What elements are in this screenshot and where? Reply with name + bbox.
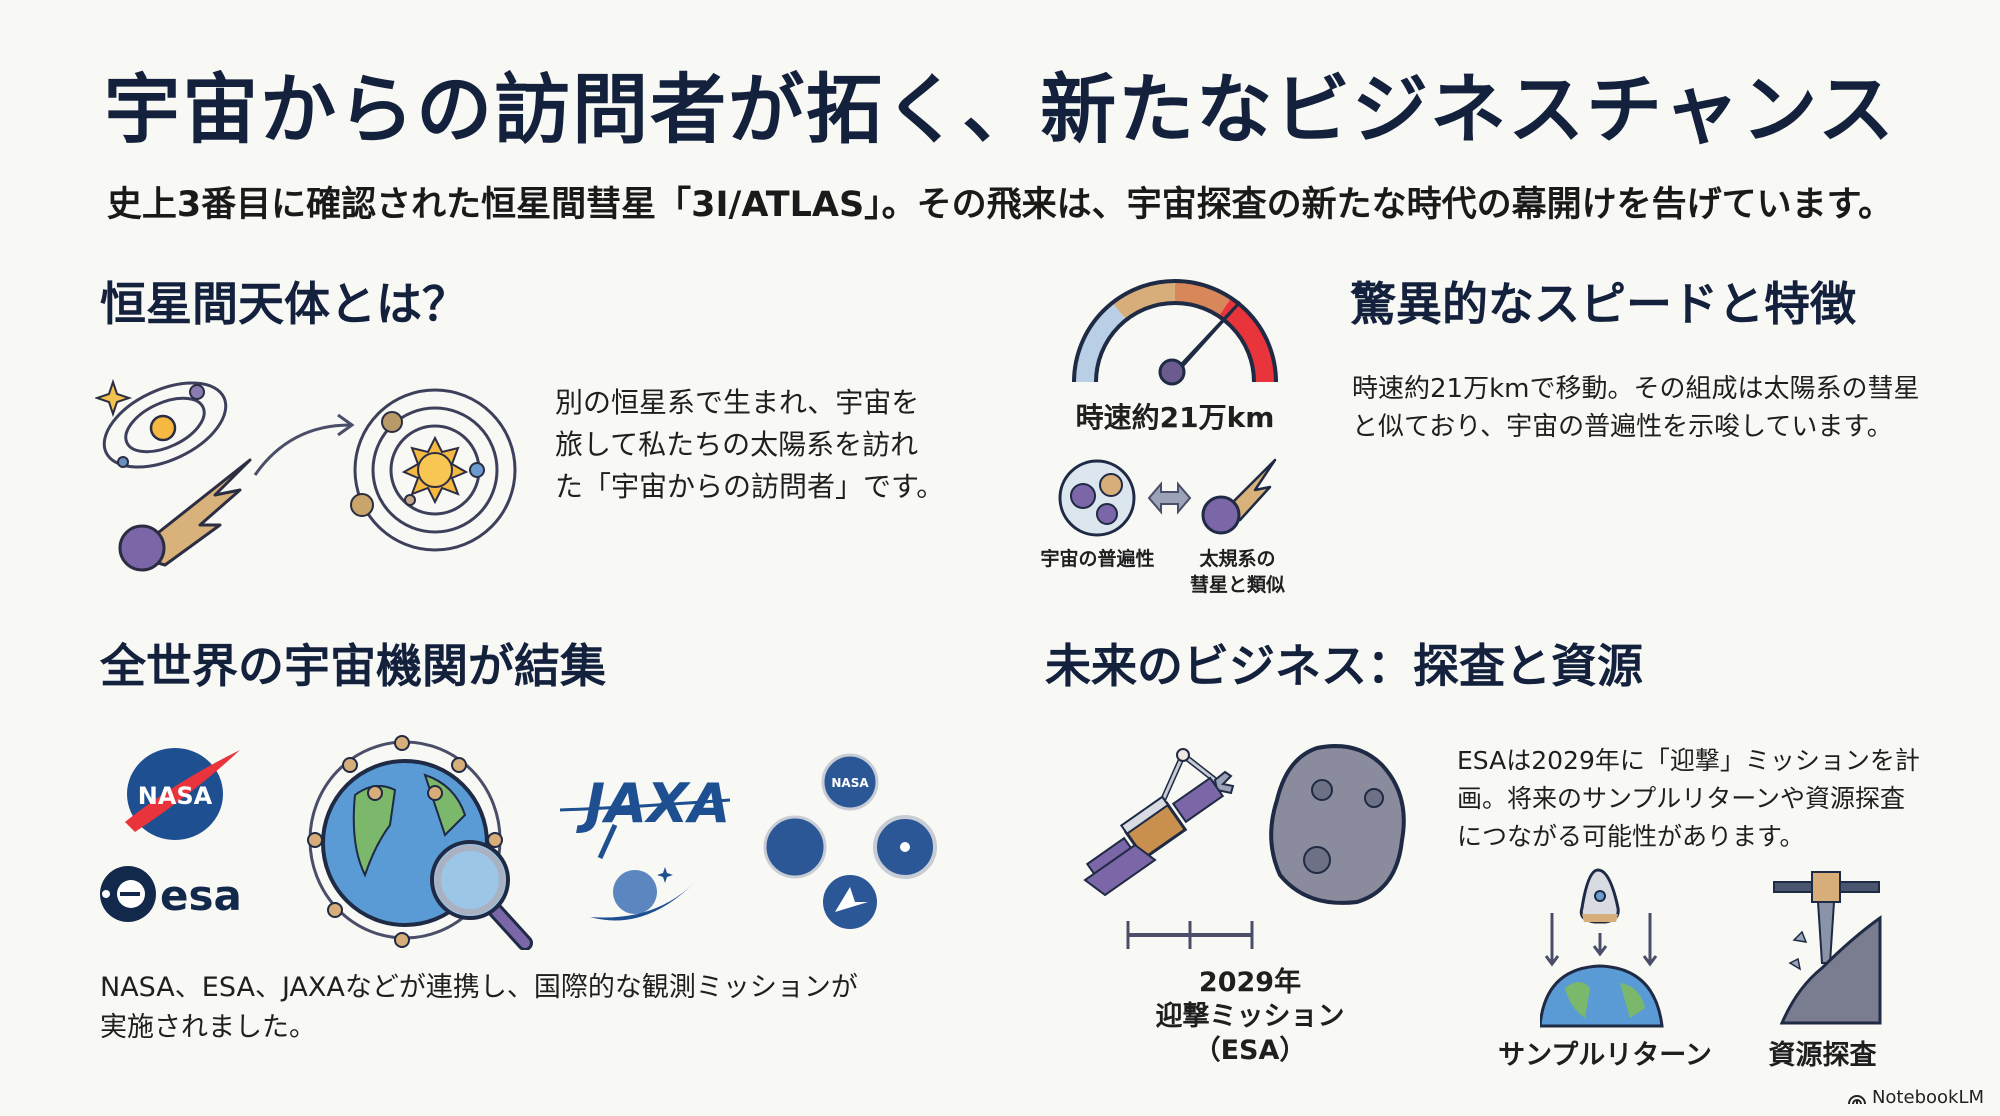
orbit-logo xyxy=(590,867,695,921)
text-line: 旅して私たちの太陽系を訪れ xyxy=(555,428,919,461)
comet-small-icon xyxy=(1201,458,1277,535)
page-subtitle: 史上3番目に確認された恒星間彗星「3I/ATLAS」。その飛来は、宇宙探査の新た… xyxy=(106,185,1894,225)
text-line: ESAは2029年に「迎撃」ミッションを計 xyxy=(1457,746,1920,775)
similarity-label-line: 彗星と類似 xyxy=(1189,574,1285,596)
text-line: NASA、ESA、JAXAなどが連携し、国際的な観測ミッションが xyxy=(100,972,858,1003)
section-heading-speed: 驚異的なスピードと特徴 xyxy=(1350,277,1856,331)
text-line: 時速約21万kmで移動。その組成は太陽系の彗星 xyxy=(1352,374,1920,404)
arrow-icon xyxy=(253,413,355,476)
text-line: 画。将来のサンプルリターンや資源探査 xyxy=(1457,784,1906,813)
composition-icon xyxy=(1058,459,1136,537)
text-line: た「宇宙からの訪問者」です。 xyxy=(555,470,945,503)
esa-logo: esa xyxy=(100,866,242,922)
notebooklm-icon xyxy=(1847,1094,1866,1104)
svg-text:esa: esa xyxy=(160,871,242,920)
satellite-icon xyxy=(1083,748,1235,897)
similarity-label-line: 太規系の xyxy=(1199,548,1276,570)
text-line: 実施されました。 xyxy=(100,1012,316,1043)
speedometer-icon xyxy=(1072,279,1278,386)
timeline-label: 2029年 迎撃ミッション （ESA） xyxy=(1115,966,1385,1068)
timeline-mission: 迎撃ミッション xyxy=(1155,1001,1345,1032)
svg-text:NASA: NASA xyxy=(831,776,869,790)
interstellar-description: 別の恒星系で生まれ、宇宙を 旅して私たちの太陽系を訪れ た「宇宙からの訪問者」で… xyxy=(555,382,944,508)
page-title: 宇宙からの訪問者が拓く、新たなビジネスチャンス xyxy=(104,65,1896,154)
drill-icon xyxy=(1773,871,1882,1025)
jaxa-logo: JAXA xyxy=(560,772,730,860)
double-arrow-icon xyxy=(1147,481,1192,515)
solar-system-icon xyxy=(350,388,517,552)
nasa-logo: NASA xyxy=(125,748,240,840)
universality-label: 宇宙の普遍性 xyxy=(1040,548,1155,570)
timeline-year: 2029年 xyxy=(1198,967,1302,998)
asteroid-icon xyxy=(1269,744,1406,905)
resource-exploration-label: 資源探査 xyxy=(1768,1040,1877,1071)
agencies-description: NASA、ESA、JAXAなどが連携し、国際的な観測ミッションが 実施されました… xyxy=(100,968,858,1048)
sample-return-label: サンプルリターン xyxy=(1498,1040,1712,1071)
comet-icon xyxy=(118,458,252,572)
brand-label: NotebookLM xyxy=(1871,1087,1984,1108)
similarity-label: 太規系の 彗星と類似 xyxy=(1170,546,1305,598)
text-line: 別の恒星系で生まれ、宇宙を xyxy=(555,386,920,419)
other-star-system-icon xyxy=(95,378,228,469)
svg-text:JAXA: JAXA xyxy=(576,772,730,835)
text-line: につながる可能性があります。 xyxy=(1457,822,1805,851)
agency-badges-icon: NASA xyxy=(763,753,937,929)
timeline-icon xyxy=(1126,921,1254,949)
sample-return-icon xyxy=(1540,868,1664,1028)
notebooklm-brand: NotebookLM xyxy=(1847,1087,1984,1108)
business-description: ESAは2029年に「迎撃」ミッションを計 画。将来のサンプルリターンや資源探査… xyxy=(1457,742,1920,856)
timeline-agency: （ESA） xyxy=(1193,1035,1307,1066)
section-heading-business: 未来のビジネス：探査と資源 xyxy=(1045,639,1643,693)
section-heading-agencies: 全世界の宇宙機関が結集 xyxy=(100,639,606,693)
speed-gauge-label: 時速約21万km xyxy=(1075,401,1275,434)
speed-description: 時速約21万kmで移動。その組成は太陽系の彗星 と似ており、宇宙の普遍性を示唆し… xyxy=(1352,370,1919,446)
text-line: と似ており、宇宙の普遍性を示唆しています。 xyxy=(1352,412,1893,442)
section-heading-interstellar: 恒星間天体とは？ xyxy=(100,277,468,331)
magnifier-icon xyxy=(430,840,533,950)
svg-text:NASA: NASA xyxy=(138,782,213,810)
